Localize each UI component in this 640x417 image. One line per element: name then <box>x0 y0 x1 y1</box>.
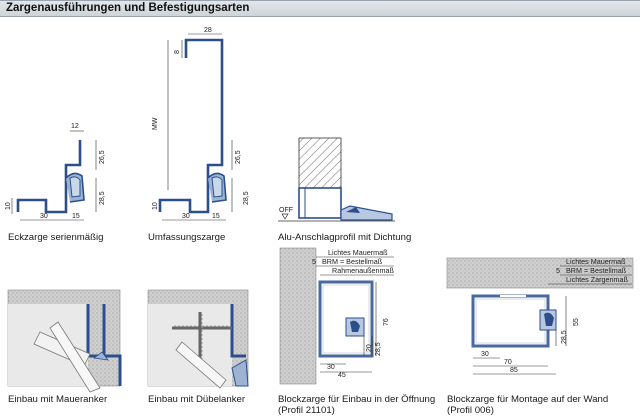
caption-block-wand: Blockzarge für Montage auf der Wand (Pro… <box>447 394 608 416</box>
caption-duebelanker: Einbau mit Dübelanker <box>148 394 246 405</box>
blockzarge-oeffnung-dimensions <box>316 256 394 373</box>
blockzarge-wand-dimensions <box>473 265 632 375</box>
maueranker-drawing <box>7 289 122 393</box>
caption-block-oeffnung: Blockzarge für Einbau in der Öffnung (Pr… <box>278 394 435 416</box>
blockzarge-oeffnung-drawing <box>279 247 374 385</box>
umf-dim-base: 10 <box>152 202 159 210</box>
alu-off-label: OFF <box>279 207 293 214</box>
umf-dim-a: 26,5 <box>235 150 242 164</box>
umf-dim-lip: 8 <box>174 50 181 54</box>
umf-dim-mw: MW <box>152 117 159 130</box>
caption-block-wand-line1: Blockzarge für Montage auf der Wand <box>447 394 609 405</box>
alu-profile-drawing <box>278 137 395 222</box>
eckzarge-drawing <box>16 140 85 214</box>
eck-dim-a: 26,5 <box>99 150 106 164</box>
umf-dim-b: 28,5 <box>243 191 250 205</box>
caption-block-wand-line2: (Profil 006) <box>447 405 494 416</box>
caption-alu: Alu-Anschlagprofil mit Dichtung <box>278 232 412 243</box>
blk1-dim-w2: 45 <box>338 372 346 379</box>
umf-dim-w1: 30 <box>182 213 190 220</box>
eckzarge-dimensions <box>11 130 97 221</box>
umf-dim-w2: 15 <box>212 213 220 220</box>
section-title: Zargenausführungen und Befestigungsarten <box>6 2 250 14</box>
blk2-dim-w2: 70 <box>504 359 512 366</box>
caption-eckzarge: Eckzarge serienmäßig <box>8 232 104 243</box>
eck-dim-top: 12 <box>71 123 79 130</box>
blk2-dim-a: 28,5 <box>561 330 568 344</box>
blk1-brm: BRM = Bestellmaß <box>322 257 383 266</box>
eck-dim-w1: 30 <box>40 213 48 220</box>
blk1-dim-h: 76 <box>383 318 390 326</box>
blk1-dim-b: 28,5 <box>375 342 382 356</box>
umfassungszarge-dimensions <box>162 33 233 221</box>
blk2-brm: BRM = Bestellmaß <box>566 266 627 275</box>
blockzarge-wand-drawing <box>446 257 634 348</box>
umfassungszarge-drawing <box>158 38 227 214</box>
caption-umfassungszarge: Umfassungszarge <box>148 232 226 243</box>
umf-dim-top: 28 <box>204 27 212 34</box>
blk1-brm-n: 5 <box>312 257 316 266</box>
blk1-rahmen: Rahmenaußenmaß <box>332 266 395 275</box>
caption-block-oeffnung-line1: Blockzarge für Einbau in der Öffnung <box>278 394 436 405</box>
caption-maueranker: Einbau mit Maueranker <box>8 394 108 405</box>
blk2-zarge: Lichtes Zargenmaß <box>566 275 629 284</box>
caption-block-oeffnung-line2: (Profil 21101) <box>278 405 335 416</box>
blk1-lichtes: Lichtes Mauermaß <box>328 248 388 257</box>
blk1-dim-a: 20 <box>366 344 373 352</box>
blk2-lichtes: Lichtes Mauermaß <box>566 257 626 266</box>
blk2-dim-w3: 85 <box>510 367 518 374</box>
eck-dim-w2: 15 <box>72 213 80 220</box>
eck-dim-b: 28,5 <box>99 191 106 205</box>
blk2-brm-n: 5 <box>556 266 560 275</box>
blk1-dim-w1: 30 <box>327 364 335 371</box>
blk2-dim-w1: 30 <box>481 351 489 358</box>
section-header: Zargenausführungen und Befestigungsarten <box>0 0 640 17</box>
duebelanker-drawing <box>147 289 249 389</box>
eck-dim-base: 10 <box>5 202 12 210</box>
blk2-dim-h: 55 <box>573 318 580 326</box>
